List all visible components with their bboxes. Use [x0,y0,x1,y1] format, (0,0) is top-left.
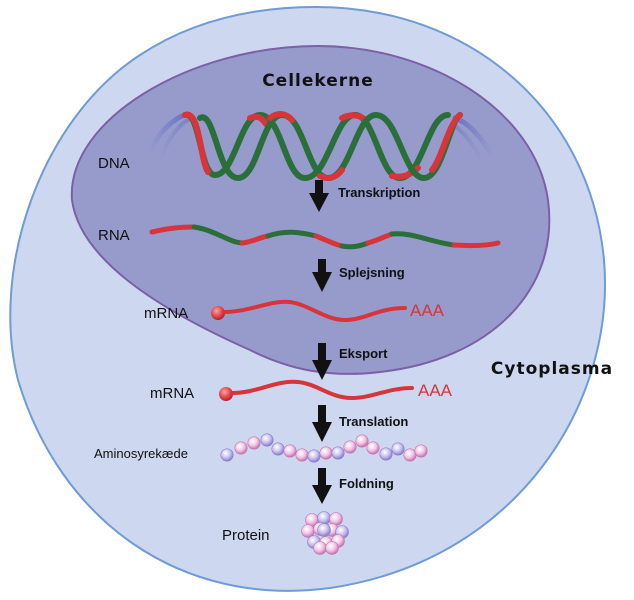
amino-acid-bead [295,448,309,462]
mrna-cytoplasm-cap [219,387,233,401]
amino-acid-bead [414,444,428,458]
protein-label: Protein [222,527,270,544]
step-transcription-label: Transkription [338,185,420,200]
amino-acid-bead [366,441,380,455]
protein-bead [325,541,339,555]
amino-acid-bead [391,442,405,456]
cytoplasm-label: Cytoplasma [491,359,613,379]
amino-acid-chain [220,433,428,463]
rna-strand [149,224,501,250]
mrna-nucleus-strand [222,299,407,323]
arrow-export [312,343,332,380]
amino-acid-bead [234,441,248,455]
amino-chain-label: Aminosyrekæde [94,446,188,461]
amino-acid-bead [271,442,285,456]
step-folding-label: Foldning [339,476,394,491]
amino-acid-bead [379,447,393,461]
mrna-nucleus-label: mRNA [144,305,188,322]
amino-acid-bead [307,449,321,463]
protein-bead [313,541,327,555]
amino-acid-bead [220,448,234,462]
amino-acid-bead [319,446,333,460]
dna-label: DNA [98,155,130,172]
dna-strand-b-red-3 [429,112,463,173]
nucleus-label: Cellekerne [262,71,374,91]
step-export-label: Eksport [339,346,388,361]
arrow-splicing [312,259,332,292]
arrow-transcription [309,180,329,212]
arrow-folding [312,468,332,504]
folded-protein [301,511,349,555]
amino-acid-bead [355,434,369,448]
step-splicing-label: Splejsning [339,265,405,280]
mrna-cytoplasm-label: mRNA [150,385,194,402]
dna-helix [147,111,495,182]
poly-a-tail-cytoplasm: AAA [418,381,453,400]
amino-acid-bead [260,433,274,447]
amino-acid-bead [247,436,261,450]
arrow-translation [312,405,332,442]
amino-acid-bead [403,448,417,462]
mrna-nucleus-cap [211,306,225,320]
dna-end-left-2 [158,118,190,160]
amino-acid-bead [331,446,345,460]
dna-strand-a-red-1 [182,111,211,175]
rna-label: RNA [98,227,130,244]
dna-strand-b-red-1 [267,111,295,123]
mrna-cytoplasm-strand [230,379,414,401]
amino-acid-bead [343,440,357,454]
step-translation-label: Translation [339,414,408,429]
poly-a-tail-nucleus: AAA [410,301,445,320]
amino-acid-bead [283,444,297,458]
protein-bead [317,523,331,537]
dna-strand-b-red-2 [317,167,345,181]
dna-strand-a-red-2 [247,113,269,127]
